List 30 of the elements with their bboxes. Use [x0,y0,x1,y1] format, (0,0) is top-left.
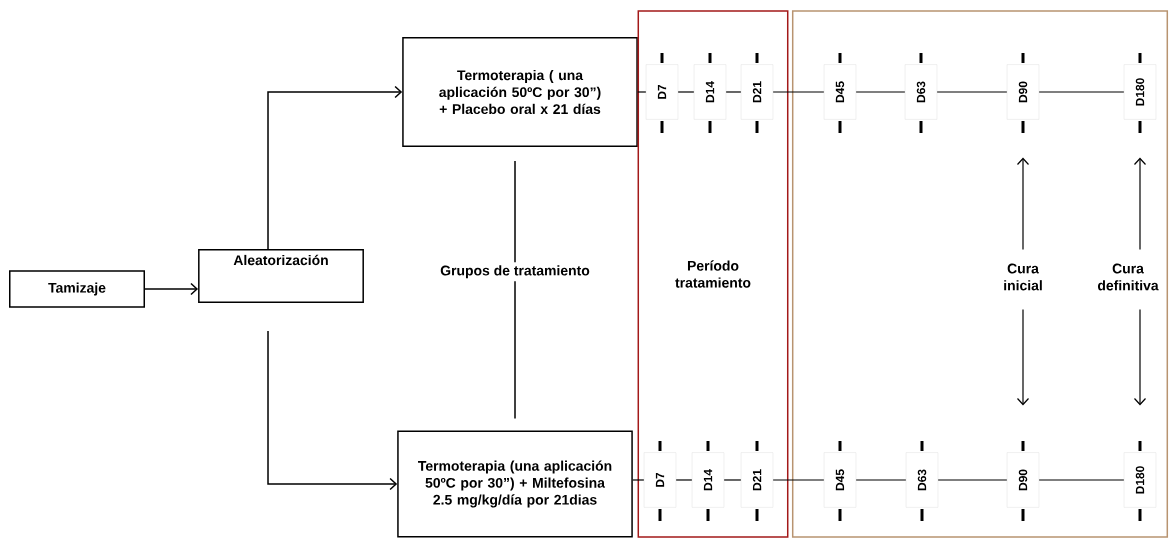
arrow [1133,309,1147,406]
arrow [144,282,199,296]
timeline-line [937,479,1008,481]
timeline-line [772,91,825,93]
timeline-line [855,479,907,481]
timeline-line [725,91,742,93]
process-box: Tamizaje [9,270,145,308]
process-box: Termoterapia (una aplicación 50ºC por 30”) + Miltefosina 2.5 mg/kg/día por 21dias [397,430,633,538]
text-label: Cura definitiva [1097,263,1159,291]
edge-label: Grupos de tratamiento [437,262,593,282]
follow-up-panel [791,10,1169,538]
timeline-line [855,91,906,93]
text-label: Cura inicial [1004,263,1042,291]
timeline-line [936,91,1008,93]
arrow [1016,309,1030,406]
process-box: Termoterapia ( una aplicación 50ºC por 30”) + Placebo oral x 21 días [402,36,638,148]
timeline-line [1038,91,1125,93]
timeline-line [1038,479,1125,481]
arrow [267,330,398,491]
arrow [267,85,403,250]
arrow [1016,157,1030,250]
arrow [1133,157,1147,250]
process-box: Aleatorización [198,248,364,304]
timeline-line [675,479,693,481]
timeline-line [723,479,742,481]
timeline-line [677,91,695,93]
timeline-line [632,479,645,481]
timeline-line [637,91,647,93]
connector-line [514,160,516,420]
timeline-line [772,479,825,481]
